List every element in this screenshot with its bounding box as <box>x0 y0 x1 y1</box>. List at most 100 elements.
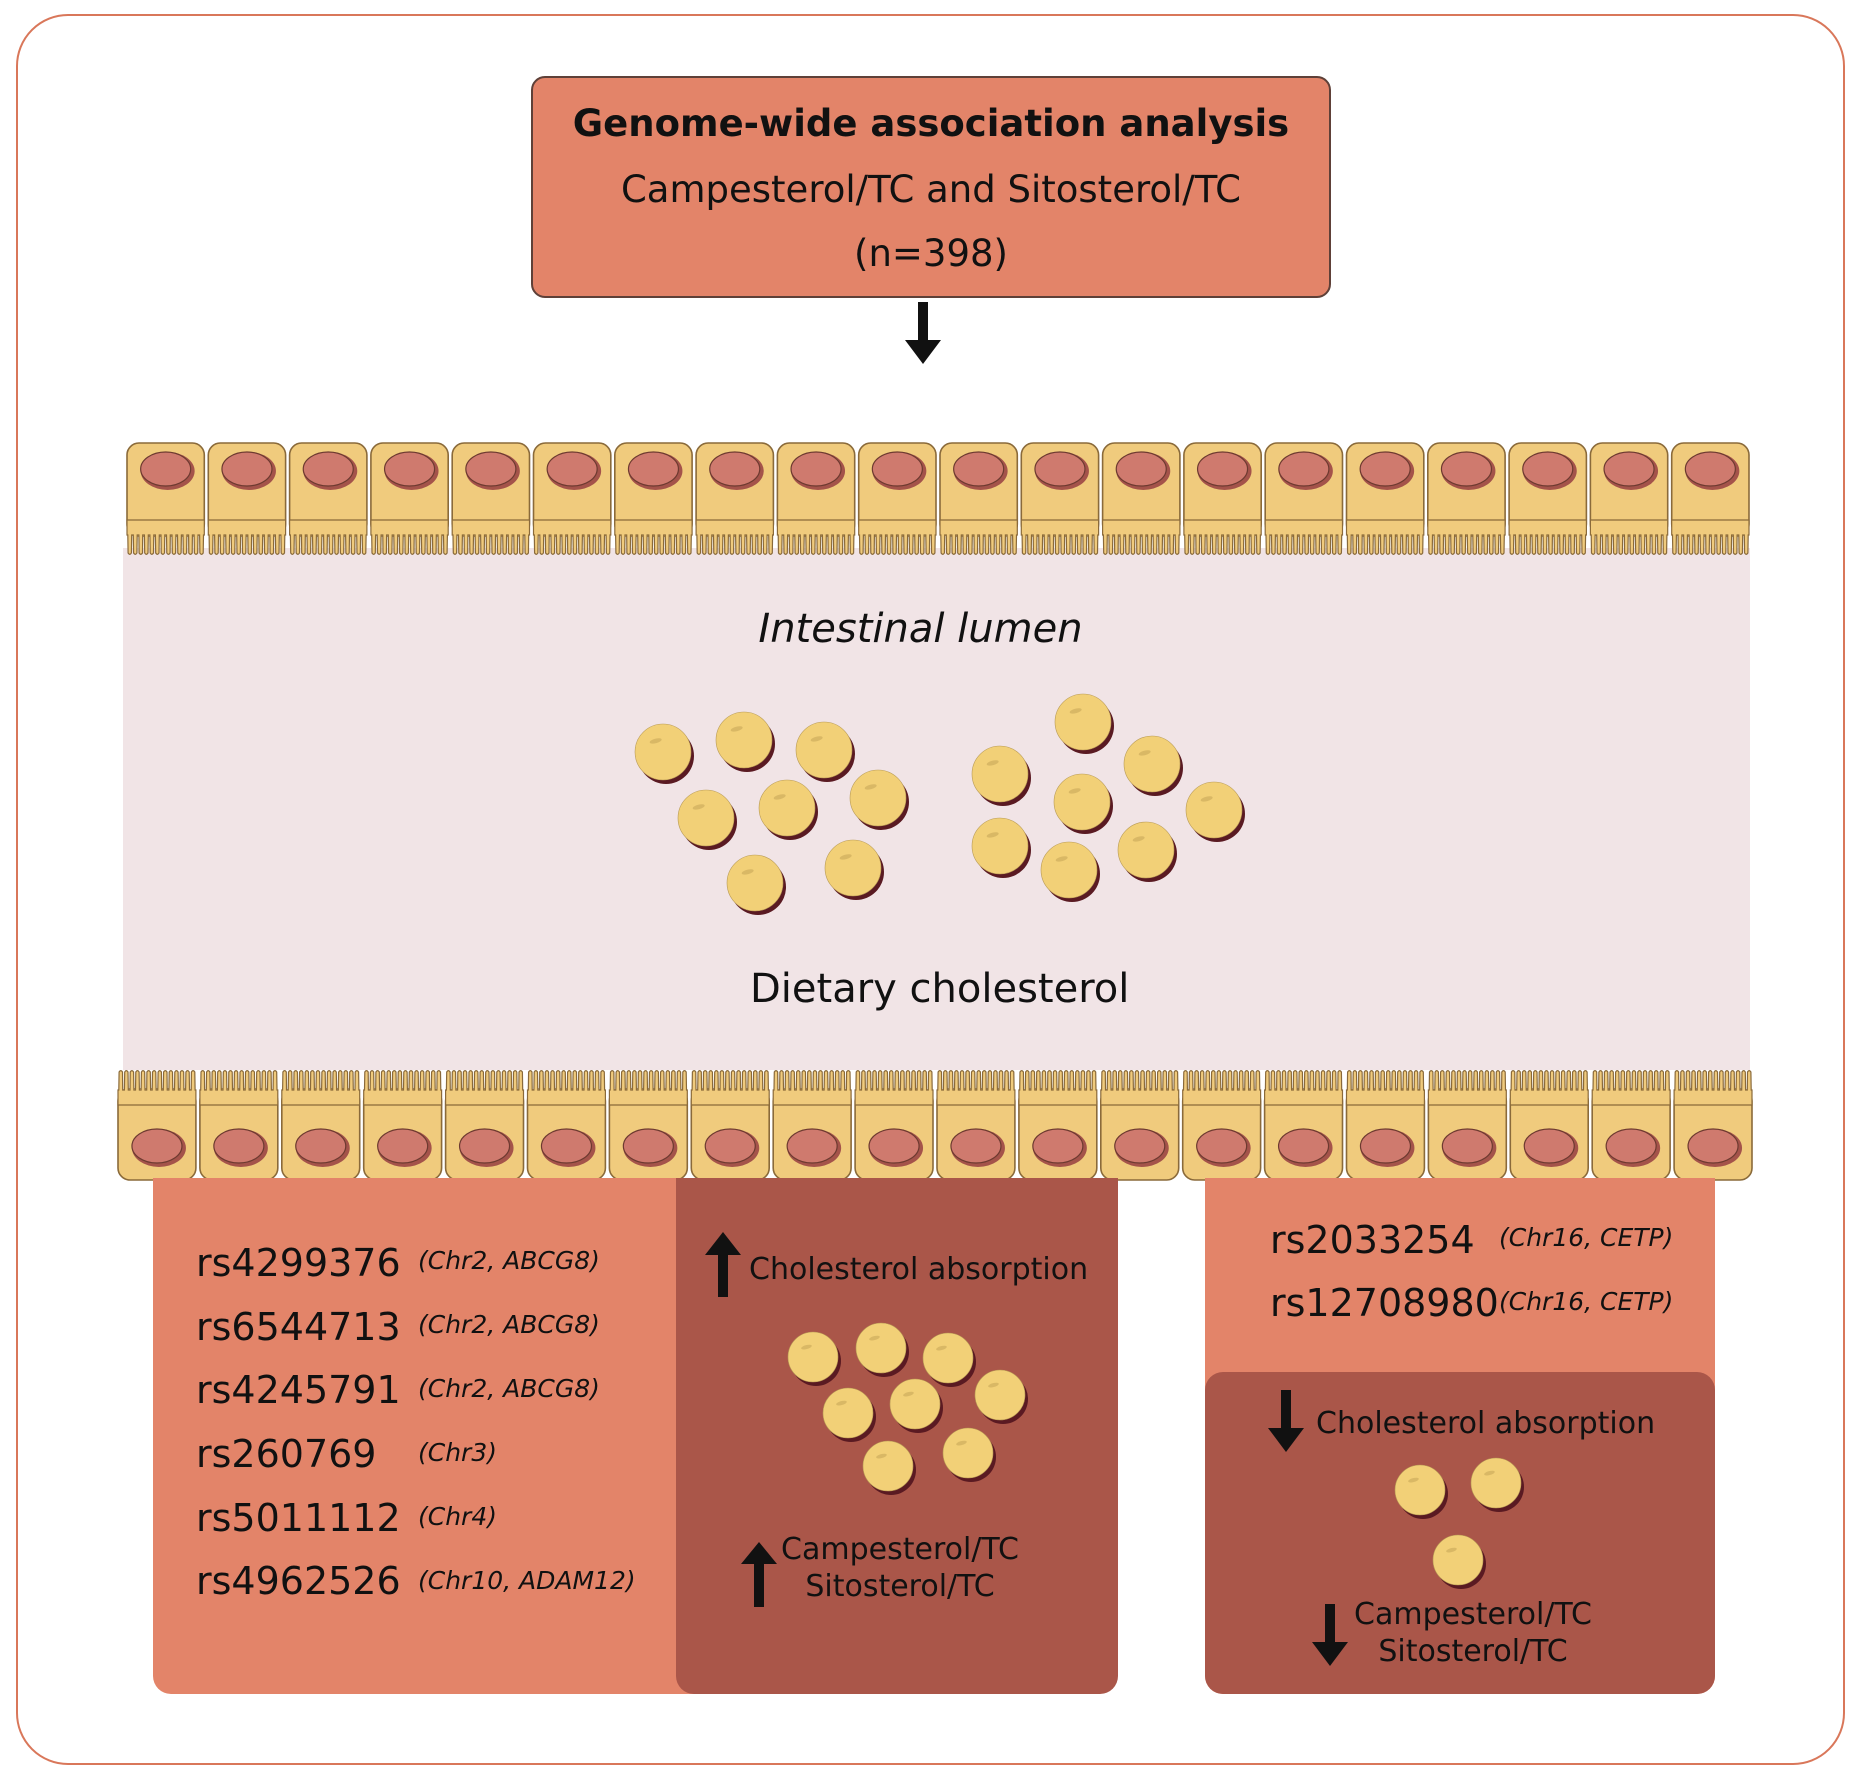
snp-annotation: (Chr16, CETP) <box>1499 1223 1674 1252</box>
sitosterol-ratio-label: Sitosterol/TC <box>1378 1634 1568 1669</box>
up-arrow-icon <box>741 1542 777 1607</box>
epithelial-cell <box>1345 1070 1426 1181</box>
snp-id: rs2033254 <box>1270 1218 1475 1262</box>
cholesterol-particle <box>974 1369 1028 1424</box>
cholesterol-particle <box>942 1427 996 1482</box>
cholesterol-particle <box>1123 735 1183 796</box>
gwas-sample-size: (n=398) <box>854 232 1008 275</box>
epithelial-cell <box>1589 442 1669 555</box>
top-epithelium <box>126 442 1750 555</box>
snp-id: rs5011112 <box>196 1496 401 1540</box>
intestinal-lumen <box>123 548 1750 1070</box>
snp-annotation: (Chr3) <box>418 1438 497 1467</box>
increased-absorption-panel <box>676 1178 1118 1694</box>
gwas-title: Genome-wide association analysis <box>572 102 1290 145</box>
epithelial-cell <box>1427 442 1506 555</box>
cholesterol-particle <box>862 1440 916 1495</box>
cholesterol-particle <box>849 769 909 830</box>
cholesterol-particle <box>1054 693 1114 754</box>
epithelial-cell <box>362 1070 443 1181</box>
campesterol-ratio-label: Campesterol/TC <box>781 1532 1019 1567</box>
cholesterol-particle <box>855 1322 909 1377</box>
cholesterol-particle <box>1040 841 1100 902</box>
epithelial-cell <box>126 442 206 555</box>
epithelial-cell <box>1670 442 1750 555</box>
campesterol-ratio-label: Campesterol/TC <box>1354 1597 1592 1632</box>
cholesterol-particle <box>1185 781 1245 842</box>
epithelial-cell <box>1100 1070 1180 1181</box>
epithelial-cell <box>280 1070 361 1181</box>
cholesterol-particle <box>726 854 786 915</box>
left-snp-panel <box>153 1178 709 1694</box>
sitosterol-ratio-label: Sitosterol/TC <box>805 1569 995 1604</box>
cholesterol-particle <box>634 723 694 784</box>
epithelial-cell <box>1018 1070 1098 1181</box>
down-arrow-icon <box>905 302 941 364</box>
epithelial-cell <box>1181 1070 1262 1181</box>
cholesterol-particle <box>795 721 855 782</box>
epithelial-cell <box>1508 442 1588 555</box>
cholesterol-particle <box>1053 773 1113 834</box>
epithelial-cell <box>370 442 449 555</box>
snp-id: rs4245791 <box>196 1368 401 1412</box>
epithelial-cell <box>1183 442 1263 555</box>
gwas-box: Genome-wide association analysis Campest… <box>531 76 1331 298</box>
absorbed-cholesterol-particles <box>787 1322 1524 1589</box>
up-arrow-icon <box>705 1232 741 1297</box>
epithelial-cell <box>772 1070 852 1181</box>
absorption-label: Cholesterol absorption <box>749 1252 1089 1287</box>
epithelial-cell <box>1427 1070 1508 1181</box>
cholesterol-particle <box>1117 821 1177 882</box>
cholesterol-particle <box>1432 1534 1486 1589</box>
snp-annotation: (Chr2, ABCG8) <box>418 1310 600 1339</box>
epithelial-cell <box>117 1070 197 1181</box>
cholesterol-particle <box>971 817 1031 878</box>
cholesterol-particle <box>971 745 1031 806</box>
gwas-subtitle: Campesterol/TC and Sitosterol/TC <box>620 168 1242 211</box>
epithelial-cell <box>207 442 287 555</box>
dietary-cholesterol-label: Dietary cholesterol <box>750 966 1130 1012</box>
lumen-cholesterol-particles <box>634 693 1245 915</box>
down-arrow-icon <box>1312 1604 1348 1666</box>
epithelial-cell <box>695 442 775 555</box>
cholesterol-particle <box>922 1332 976 1387</box>
cholesterol-particle <box>822 1387 876 1442</box>
epithelial-cell <box>1509 1070 1590 1181</box>
epithelial-cell <box>451 442 531 555</box>
cholesterol-particle <box>824 839 884 900</box>
snp-annotation: (Chr2, ABCG8) <box>418 1374 600 1403</box>
epithelial-cell <box>613 442 693 555</box>
cholesterol-particle <box>787 1331 841 1386</box>
epithelial-cell <box>1673 1070 1753 1181</box>
epithelial-cell <box>1591 1070 1671 1181</box>
absorption-label: Cholesterol absorption <box>1316 1406 1656 1441</box>
cholesterol-particle <box>889 1378 943 1433</box>
snp-id: rs4299376 <box>196 1241 401 1285</box>
bottom-epithelium <box>117 1070 1753 1181</box>
epithelial-cell <box>854 1070 934 1181</box>
snp-id: rs6544713 <box>196 1305 401 1349</box>
epithelial-cell <box>939 442 1019 555</box>
epithelial-cell <box>1263 1070 1344 1181</box>
epithelial-cell <box>1345 442 1425 555</box>
epithelial-cell <box>1020 442 1100 555</box>
epithelial-cell <box>526 1070 607 1181</box>
snp-annotation: (Chr2, ABCG8) <box>418 1246 600 1275</box>
epithelial-cell <box>776 442 856 555</box>
snp-annotation: (Chr10, ADAM12) <box>418 1566 636 1595</box>
epithelial-cell <box>936 1070 1016 1181</box>
cholesterol-particle <box>1470 1457 1524 1512</box>
cholesterol-particle <box>758 779 818 840</box>
snp-id: rs4962526 <box>196 1559 401 1603</box>
down-arrow-icon <box>1268 1390 1304 1452</box>
epithelial-cell <box>857 442 937 555</box>
snp-id: rs260769 <box>196 1432 377 1476</box>
epithelial-cell <box>288 442 368 555</box>
cholesterol-particle <box>715 711 775 772</box>
snp-id: rs12708980 <box>1270 1281 1499 1325</box>
epithelial-cell <box>199 1070 279 1181</box>
cholesterol-particle <box>677 789 737 850</box>
lumen-label: Intestinal lumen <box>758 606 1083 652</box>
